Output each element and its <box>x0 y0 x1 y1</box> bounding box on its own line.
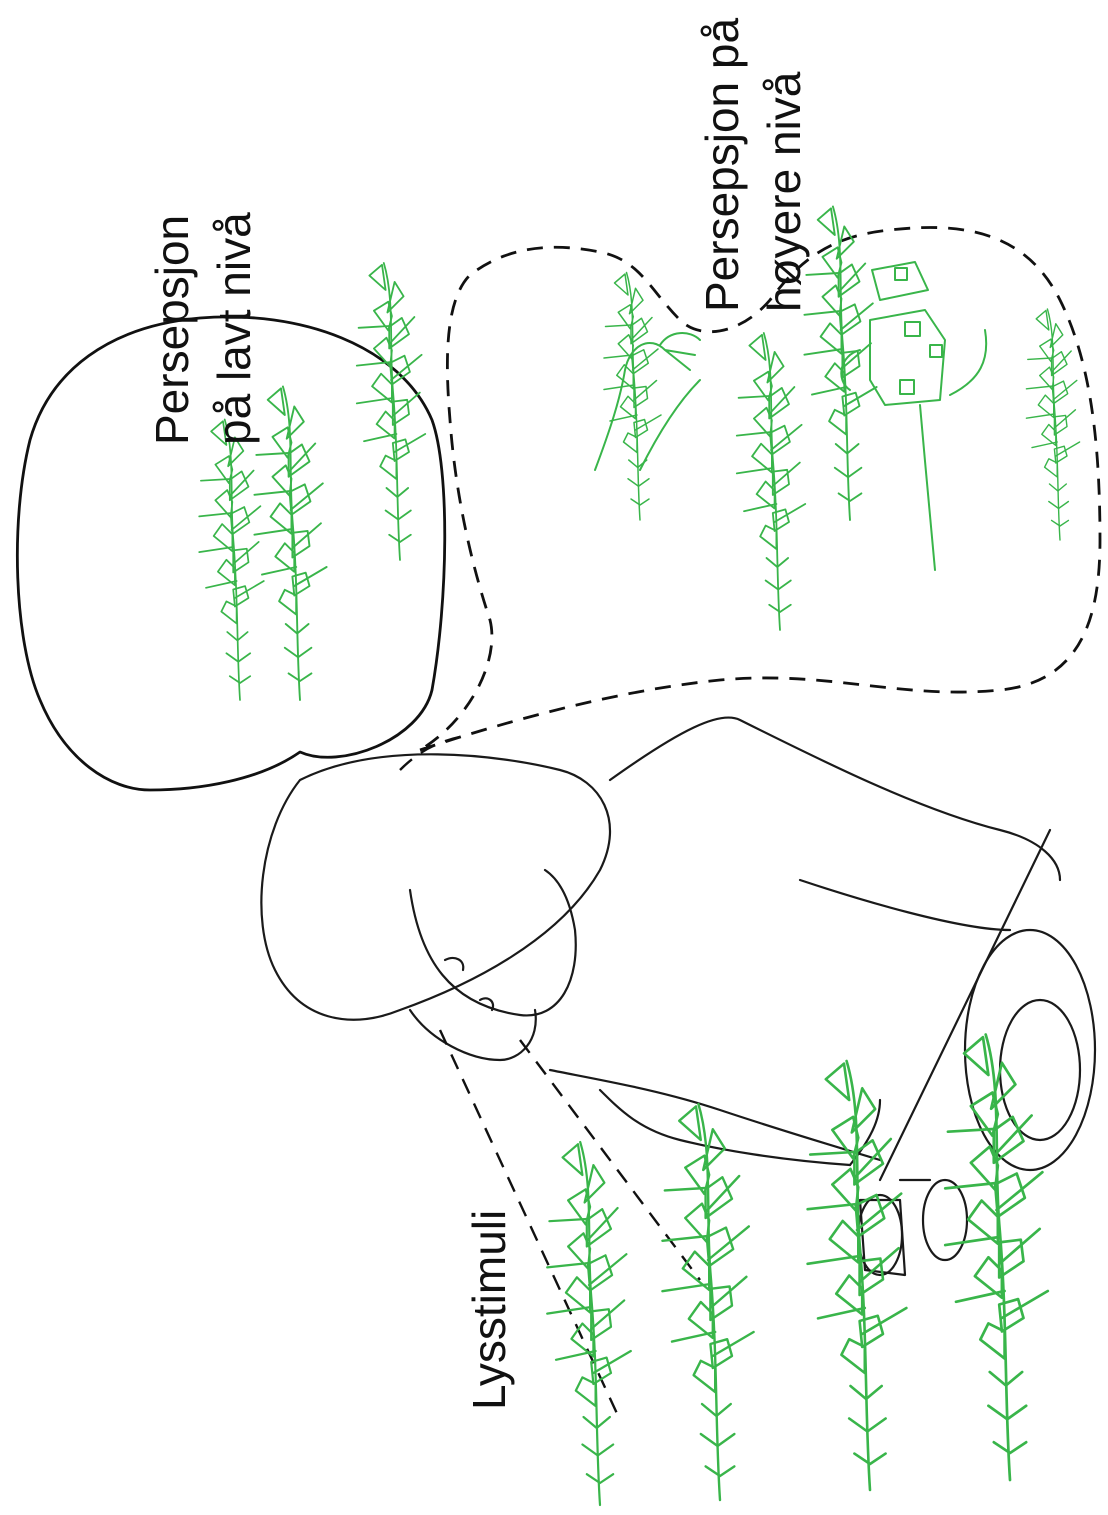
low-level-label-line1: Persepsjon <box>146 215 198 445</box>
high-level-label-line2: høyere nivå <box>758 71 810 312</box>
high-level-label-line1: Persepsjon på <box>696 18 748 312</box>
stimulus-plant <box>547 1035 1048 1506</box>
stimuli-label: Lysstimuli <box>463 1210 515 1410</box>
house-icon <box>841 262 986 570</box>
hand-icon <box>595 333 700 470</box>
low-level-label-line2: på lavt nivå <box>208 212 260 445</box>
person-with-cap-icon <box>261 718 1060 1166</box>
high-level-plants <box>604 206 1080 630</box>
